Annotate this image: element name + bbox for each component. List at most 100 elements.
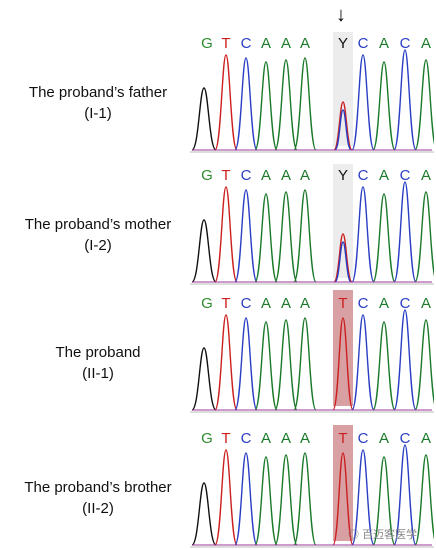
trace-peak (393, 49, 417, 151)
trace-peak (414, 191, 434, 283)
sample-name: The proband’s father (28, 84, 168, 101)
base-call: A (379, 430, 389, 447)
base-call: A (281, 295, 291, 312)
trace-peak (214, 314, 238, 411)
sample-name: The proband (55, 344, 141, 361)
base-call: A (300, 430, 310, 447)
trace-peak (293, 57, 317, 151)
trace-peak (293, 452, 317, 546)
base-call: C (400, 35, 411, 52)
trace-peak (372, 456, 396, 546)
trace-peak (254, 456, 278, 546)
base-call: T (221, 167, 230, 184)
base-call: A (261, 167, 271, 184)
trace-peak (333, 233, 353, 283)
trace-peak (214, 54, 238, 151)
trace-peak (191, 219, 217, 283)
base-call: G (201, 430, 213, 447)
trace-peak (372, 193, 396, 283)
trace-peak (351, 314, 375, 411)
sample-label: The proband (II-1) (8, 342, 188, 384)
base-call: C (358, 35, 369, 52)
trace-peak (351, 54, 375, 151)
trace-peak (393, 309, 417, 411)
trace-peak (274, 59, 298, 151)
trace-peak (333, 101, 353, 151)
sample-name: The proband’s mother (24, 216, 172, 233)
base-call: C (400, 167, 411, 184)
base-call: C (241, 295, 252, 312)
sample-label: The proband’s father (I-1) (8, 82, 188, 124)
base-call: T (221, 295, 230, 312)
base-call: C (358, 167, 369, 184)
base-call: C (241, 167, 252, 184)
base-call: A (421, 35, 431, 52)
base-call: T (221, 430, 230, 447)
sample-label: The proband’s brother (II-2) (8, 477, 188, 519)
trace-peak (372, 61, 396, 151)
trace-peak (191, 347, 217, 411)
trace-peak (234, 57, 258, 151)
trace-peak (274, 191, 298, 283)
sample-id: (I-1) (84, 105, 112, 122)
watermark: ◎ 百迈客医学 (348, 526, 417, 542)
base-call: T (338, 430, 347, 447)
base-call: A (421, 295, 431, 312)
base-call: A (421, 430, 431, 447)
trace-peak (234, 452, 258, 546)
base-call: A (261, 295, 271, 312)
base-call: C (400, 430, 411, 447)
trace-peak (372, 321, 396, 411)
trace-peak (274, 319, 298, 411)
base-call: C (400, 295, 411, 312)
watermark-icon: ◎ (348, 529, 359, 541)
trace-peak (334, 109, 352, 151)
trace-peak (234, 189, 258, 283)
watermark-text: 百迈客医学 (362, 529, 418, 541)
sample-id: (II-2) (82, 500, 114, 517)
trace-peak (191, 482, 217, 546)
base-call: Y (338, 35, 348, 52)
base-call: G (201, 167, 213, 184)
trace-peak (332, 317, 354, 411)
trace-peak (414, 59, 434, 151)
trace-peak (234, 317, 258, 411)
sample-name: The proband’s brother (24, 479, 172, 496)
base-call: G (201, 295, 213, 312)
base-call: A (281, 430, 291, 447)
base-call: T (338, 295, 347, 312)
base-call: A (261, 430, 271, 447)
base-call: A (300, 295, 310, 312)
base-call: Y (338, 167, 348, 184)
base-call: A (281, 35, 291, 52)
sample-id: (II-1) (82, 365, 114, 382)
trace-peak (214, 449, 238, 546)
base-call: C (358, 430, 369, 447)
trace-peak (293, 317, 317, 411)
trace-peak (414, 454, 434, 546)
trace-peak (254, 193, 278, 283)
base-call: A (379, 167, 389, 184)
base-call: G (201, 35, 213, 52)
trace-peak (334, 241, 352, 283)
trace-peak (351, 449, 375, 546)
base-call: A (281, 167, 291, 184)
base-call: C (241, 35, 252, 52)
variant-highlight (333, 32, 353, 146)
trace-peak (393, 181, 417, 283)
base-call: A (379, 295, 389, 312)
trace-peak (254, 321, 278, 411)
trace-peak (293, 189, 317, 283)
trace-peak (254, 61, 278, 151)
base-call: A (379, 35, 389, 52)
trace-peak (214, 186, 238, 283)
base-call: A (300, 167, 310, 184)
trace-peak (274, 454, 298, 546)
